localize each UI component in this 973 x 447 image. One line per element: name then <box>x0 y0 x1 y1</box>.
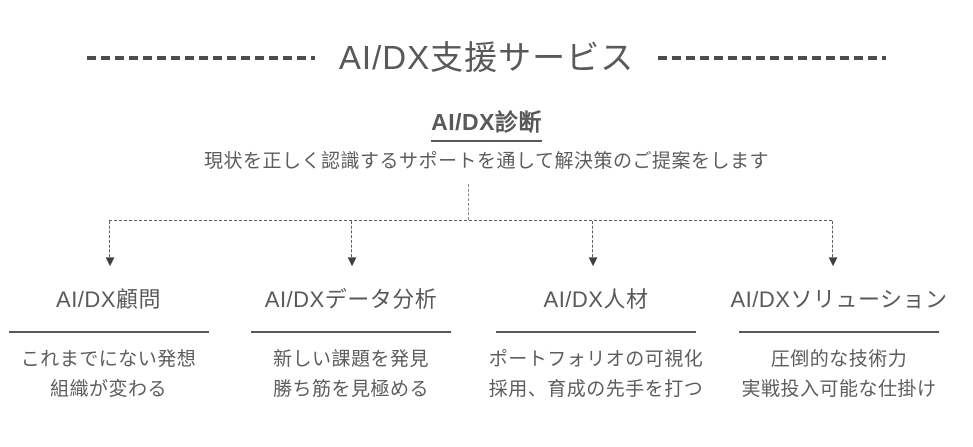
service-title: AI/DX顧問 <box>56 287 161 312</box>
arrow-down-icon: ▼ <box>102 253 118 270</box>
arrow-down-icon: ▼ <box>344 253 360 270</box>
service-title: AI/DX人材 <box>543 287 649 312</box>
service-card-solution: AI/DXソリューション 圧倒的な技術力 実戦投入可能な仕掛け <box>729 287 949 405</box>
service-divider <box>496 331 696 333</box>
service-card-advisory: AI/DX顧問 これまでにない発想 組織が変わる <box>0 287 217 405</box>
service-card-talent: AI/DX人材 ポートフォリオの可視化 採用、育成の先手を打つ <box>486 287 706 405</box>
service-line: 採用、育成の先手を打つ <box>488 379 704 400</box>
service-description: 新しい課題を発見 勝ち筋を見極める <box>241 345 461 405</box>
connector-branch-line <box>592 221 593 257</box>
service-line: 新しい課題を発見 <box>272 349 429 370</box>
page-title: AI/DX支援サービス <box>338 39 635 76</box>
service-card-data-analysis: AI/DXデータ分析 新しい課題を発見 勝ち筋を見極める <box>241 287 461 405</box>
title-dash-left <box>86 56 315 60</box>
service-line: これまでにない発想 <box>20 349 197 370</box>
connector-root-line <box>468 184 469 220</box>
service-description: 圧倒的な技術力 実戦投入可能な仕掛け <box>729 345 949 405</box>
service-divider <box>8 331 209 333</box>
service-divider <box>251 331 451 333</box>
service-title: AI/DXデータ分析 <box>264 287 438 312</box>
diagnosis-title: AI/DX診断 <box>431 103 542 142</box>
arrow-down-icon: ▼ <box>825 253 841 270</box>
service-divider <box>739 331 939 333</box>
connector-branch-line <box>109 221 110 257</box>
title-dash-right <box>658 56 887 60</box>
service-line: ポートフォリオの可視化 <box>488 349 704 370</box>
diagnosis-description: 現状を正しく認識するサポートを通して解決策のご提案をします <box>204 151 769 172</box>
connector-horizontal-line <box>109 220 832 221</box>
title-row: AI/DX支援サービス <box>0 38 973 78</box>
connector-branch-line <box>832 221 833 257</box>
arrow-down-icon: ▼ <box>585 253 601 270</box>
service-line: 勝ち筋を見極める <box>272 379 429 400</box>
service-description: ポートフォリオの可視化 採用、育成の先手を打つ <box>486 345 706 405</box>
service-line: 実戦投入可能な仕掛け <box>741 379 937 400</box>
diagnosis-heading-row: AI/DX診断 <box>0 103 973 142</box>
service-line: 組織が変わる <box>49 379 167 400</box>
service-title: AI/DXソリューション <box>730 287 948 312</box>
connector-branch-line <box>351 221 352 257</box>
service-description: これまでにない発想 組織が変わる <box>0 345 217 405</box>
service-line: 圧倒的な技術力 <box>770 349 908 370</box>
